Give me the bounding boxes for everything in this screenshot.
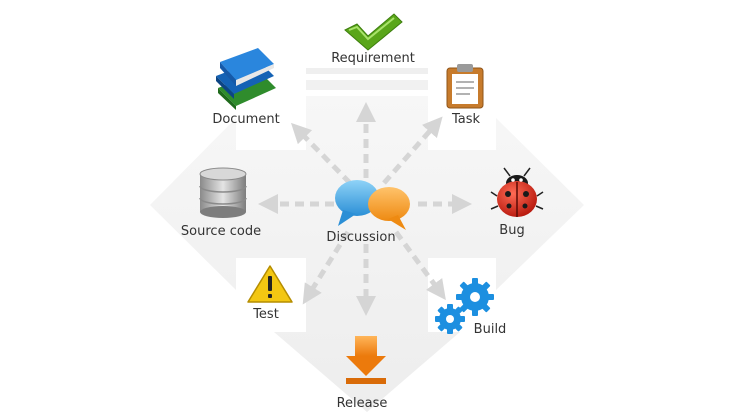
speech-bubbles-icon — [335, 180, 410, 230]
checkmark-icon — [344, 13, 403, 51]
database-icon — [199, 167, 247, 218]
warning-icon — [247, 265, 293, 303]
node-label-release: Release — [336, 396, 388, 411]
connector-to-task — [382, 116, 443, 185]
clipboard-icon — [446, 64, 484, 109]
node-label-build: Build — [473, 322, 507, 337]
node-label-bug: Bug — [499, 223, 525, 238]
ladybug-icon — [490, 167, 544, 217]
node-label-source-code: Source code — [180, 224, 262, 239]
center-label-discussion: Discussion — [326, 230, 396, 245]
background-cross-arrow — [150, 68, 584, 412]
books-icon — [216, 48, 276, 110]
node-label-test: Test — [253, 307, 279, 322]
node-label-requirement: Requirement — [331, 51, 415, 66]
gears-icon — [435, 278, 494, 334]
download-arrow-icon — [346, 336, 386, 384]
connector-to-test — [302, 230, 351, 305]
connector-to-document — [290, 122, 352, 185]
node-label-task: Task — [451, 112, 481, 127]
connector-to-build — [393, 230, 446, 301]
node-label-document: Document — [212, 112, 280, 127]
